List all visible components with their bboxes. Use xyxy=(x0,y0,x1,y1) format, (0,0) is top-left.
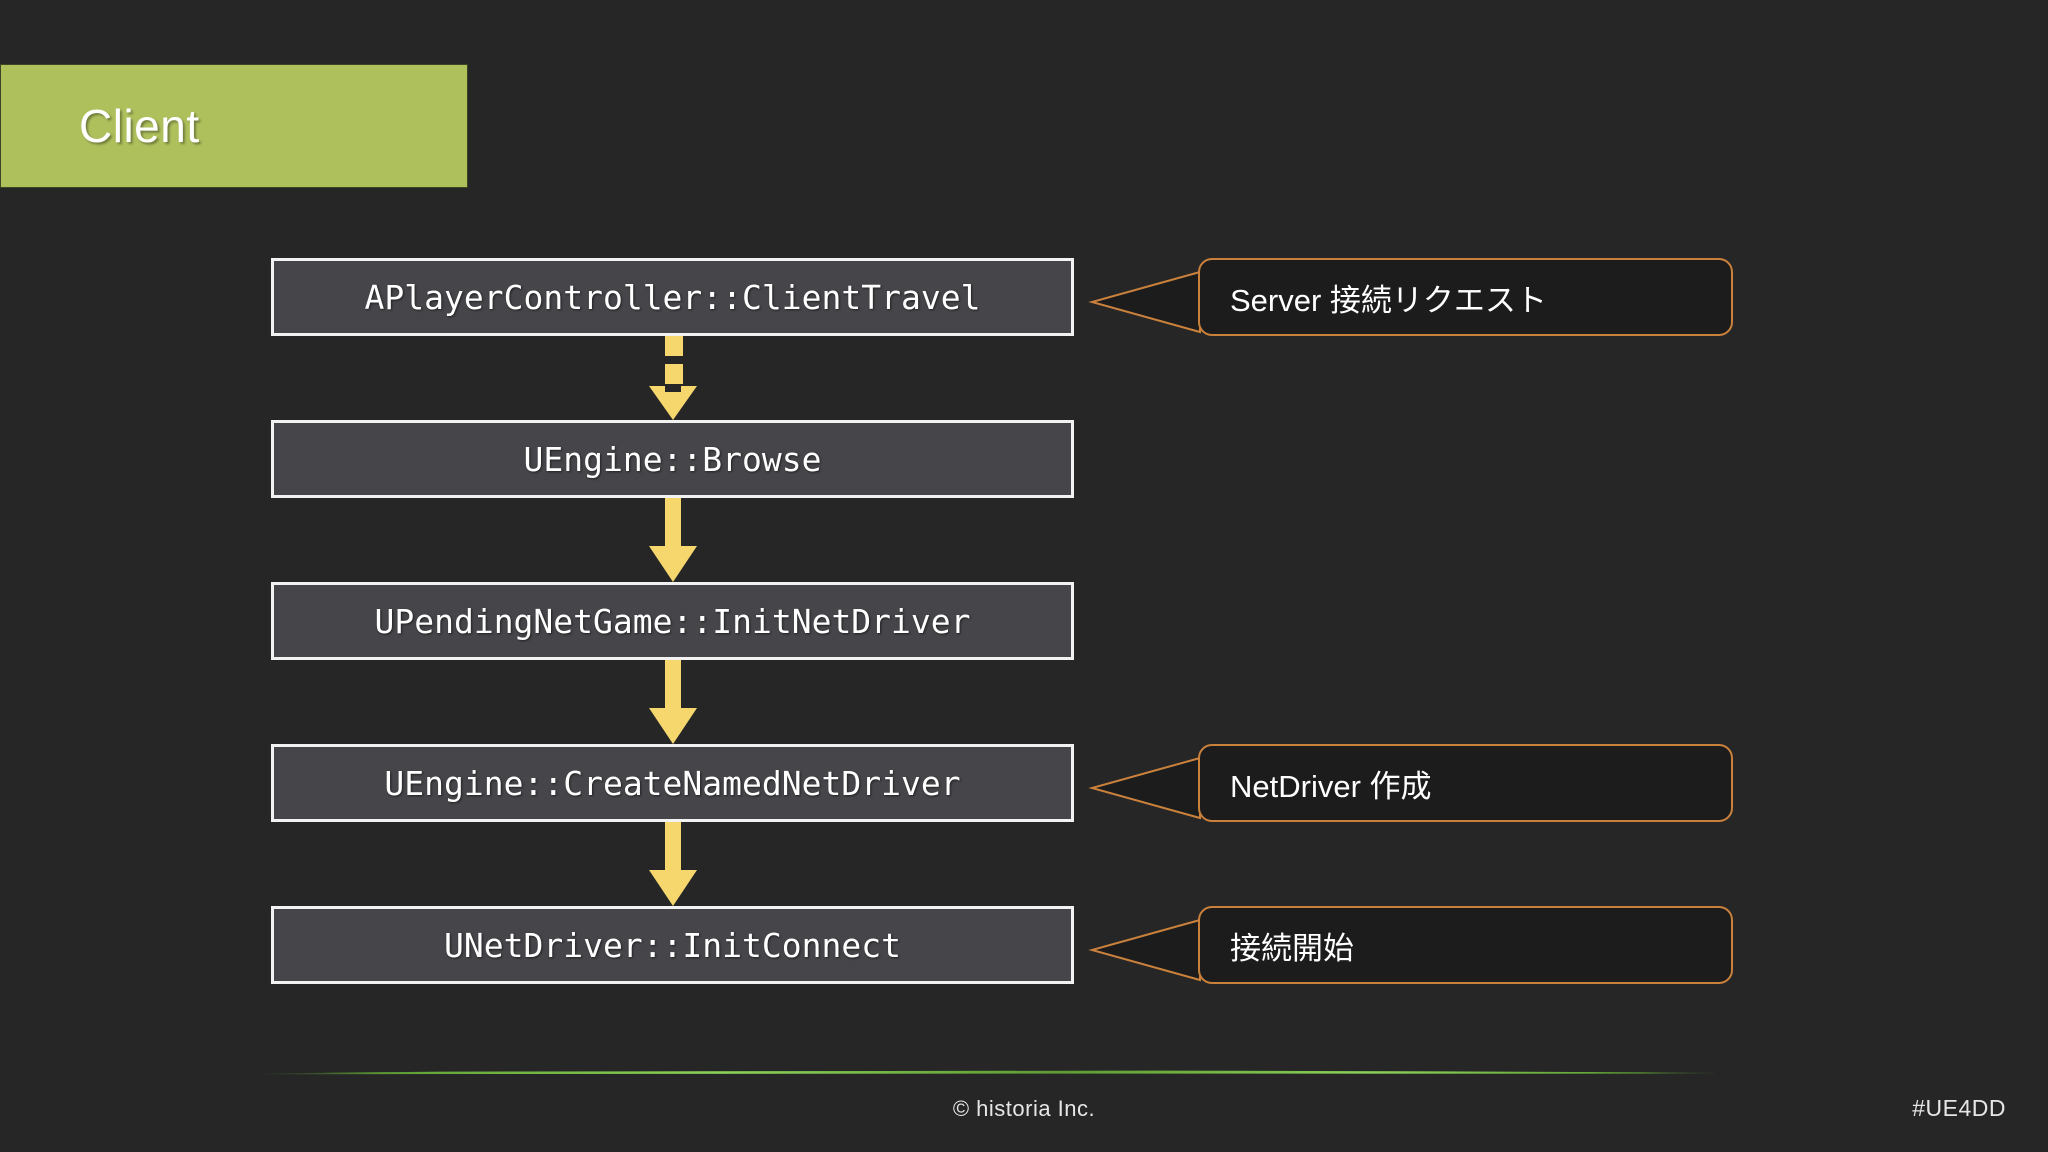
flow-box-2: UEngine::Browse xyxy=(271,420,1074,498)
callout-2-text: NetDriver 作成 xyxy=(1230,768,1432,804)
flow-box-4: UEngine::CreateNamedNetDriver xyxy=(271,744,1074,822)
arrow-dashed-1 xyxy=(645,336,701,420)
arrow-solid-4 xyxy=(645,822,701,906)
callout-tail-1 xyxy=(1088,268,1212,334)
flow-box-5-label: UNetDriver::InitConnect xyxy=(444,925,901,965)
callout-3: 接続開始 xyxy=(1198,906,1733,984)
flow-box-1: APlayerController::ClientTravel xyxy=(271,258,1074,336)
flow-box-4-label: UEngine::CreateNamedNetDriver xyxy=(384,763,961,803)
flow-box-3: UPendingNetGame::InitNetDriver xyxy=(271,582,1074,660)
flow-box-2-label: UEngine::Browse xyxy=(523,439,822,479)
title-banner: Client xyxy=(0,64,468,188)
callout-tail-2 xyxy=(1088,754,1212,820)
flow-box-1-label: APlayerController::ClientTravel xyxy=(364,277,981,317)
copyright-text: © historia Inc. xyxy=(952,1096,1096,1121)
arrow-solid-2 xyxy=(645,498,701,582)
page-title: Client xyxy=(79,100,200,152)
callout-3-text: 接続開始 xyxy=(1230,930,1354,966)
flow-box-5: UNetDriver::InitConnect xyxy=(271,906,1074,984)
callout-2: NetDriver 作成 xyxy=(1198,744,1733,822)
callout-tail-3 xyxy=(1088,916,1212,982)
flow-box-3-label: UPendingNetGame::InitNetDriver xyxy=(374,601,971,641)
callout-1-text: Server 接続リクエスト xyxy=(1230,282,1547,318)
arrow-solid-3 xyxy=(645,660,701,744)
footer-accent-line xyxy=(265,1068,1715,1078)
hashtag-text: #UE4DD xyxy=(1912,1095,2006,1121)
callout-1: Server 接続リクエスト xyxy=(1198,258,1733,336)
